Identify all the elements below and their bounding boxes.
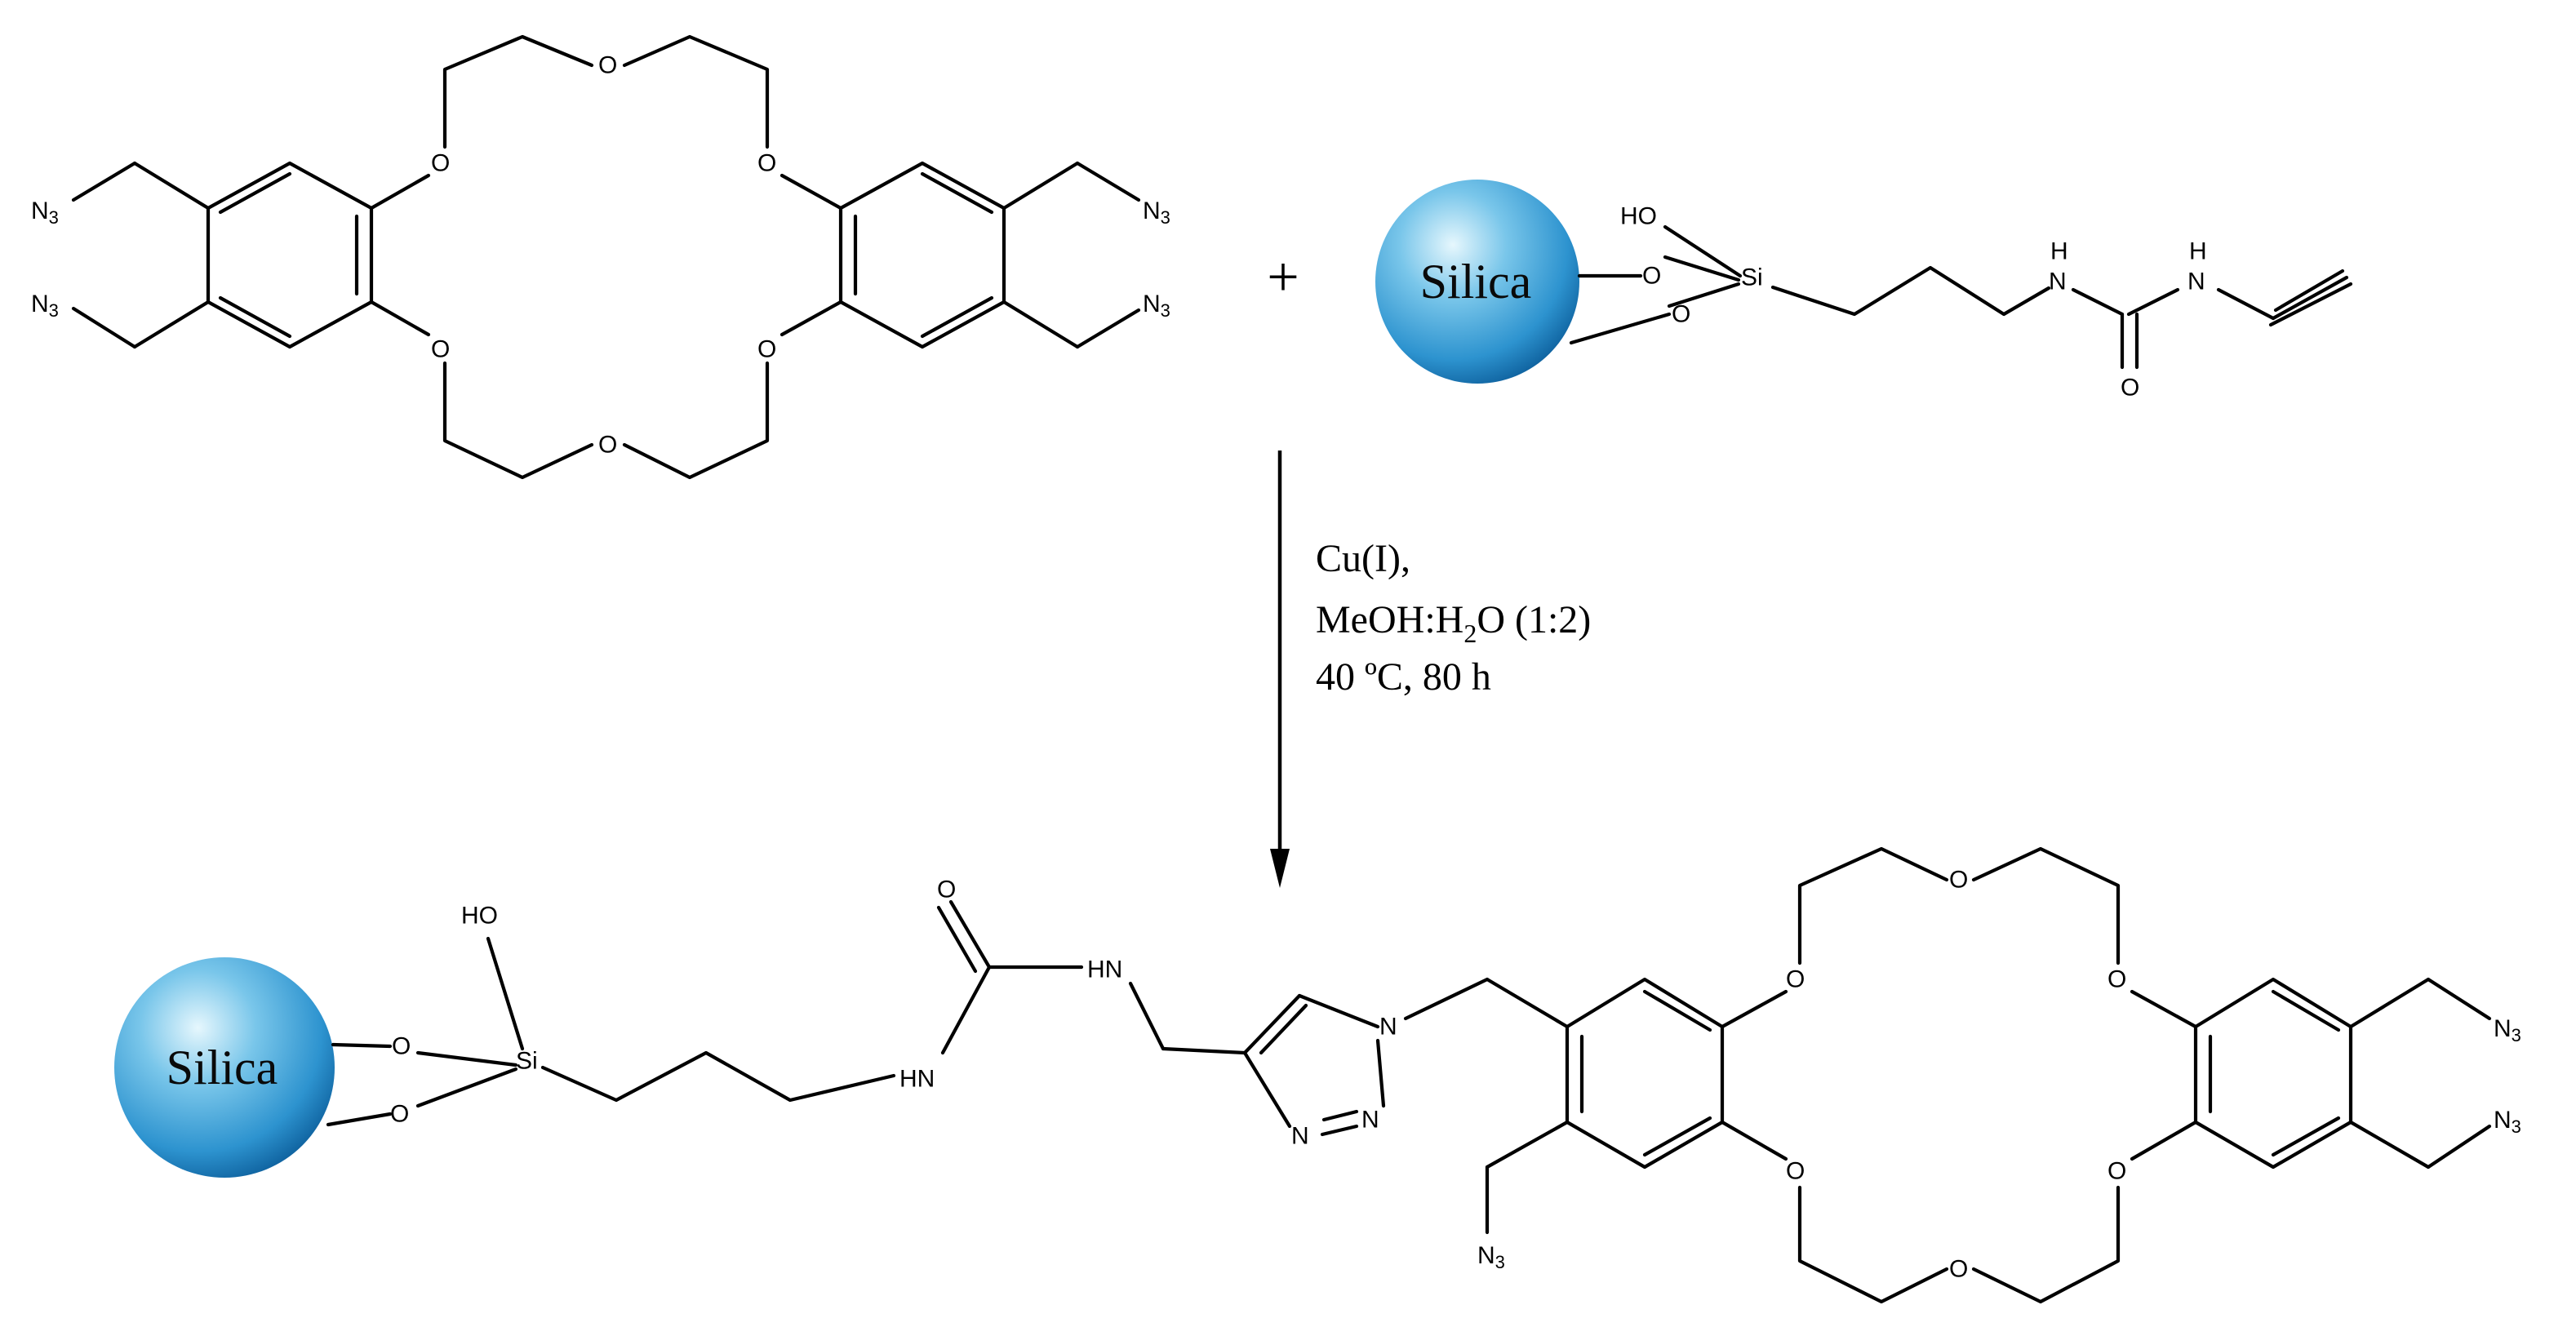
azide-label: N3: [1477, 1242, 1505, 1272]
silica-sphere: [1375, 180, 1579, 384]
condition-catalyst: Cu(I),: [1316, 537, 1410, 580]
oxygen-label: O: [757, 150, 776, 177]
nh-label: H: [2050, 238, 2068, 265]
silane-linker-bonds: [1569, 224, 2353, 370]
azide-label: N3: [31, 291, 59, 321]
oxygen-label: O: [1786, 1158, 1805, 1185]
product-linker-bonds: [326, 846, 2492, 1304]
oxygen-label: O: [598, 432, 617, 459]
nh-label: H: [2189, 238, 2207, 265]
condition-solvent: MeOH:H2O (1:2): [1316, 598, 1591, 648]
reactant-functionalized-silica: Silica HO O O Si H N O H N: [1375, 180, 2353, 402]
oxygen-label: O: [390, 1101, 409, 1128]
nh-label: N: [2049, 269, 2067, 295]
azide-label: N3: [31, 198, 59, 228]
condition-temperature-time: 40 ºC, 80 h: [1316, 655, 1491, 699]
triazole-n-label: N: [1361, 1107, 1379, 1134]
oxygen-label: O: [431, 336, 450, 363]
oxygen-label: O: [1949, 1256, 1968, 1283]
oxygen-label: O: [1642, 263, 1661, 290]
silica-sphere: [114, 957, 335, 1178]
oxygen-label: O: [757, 336, 776, 363]
reactant-crown-ether: N3 N3 O O O O O O N3 N3: [31, 34, 1170, 480]
oxygen-label: O: [431, 150, 450, 177]
oxygen-label: O: [598, 52, 617, 79]
silica-label: Silica: [167, 1041, 278, 1094]
oxygen-label: O: [1786, 966, 1805, 993]
crown-top-bonds: [71, 34, 1141, 480]
oxygen-label: O: [937, 877, 956, 903]
silicon-label: Si: [1741, 264, 1763, 291]
triazole-n-label: N: [1379, 1014, 1397, 1041]
silica-label: Silica: [1420, 255, 1532, 308]
silicon-label: Si: [516, 1048, 538, 1075]
hydroxyl-label: HO: [461, 903, 498, 930]
oxygen-label: O: [1949, 867, 1968, 894]
triazole-n-label: N: [1291, 1123, 1309, 1150]
oxygen-label: O: [1672, 301, 1690, 328]
oxygen-label: O: [392, 1033, 411, 1060]
nh-label: N: [2187, 269, 2205, 295]
hydroxyl-label: HO: [1620, 203, 1657, 230]
azide-label: N3: [1143, 198, 1170, 228]
azide-label: N3: [2494, 1107, 2521, 1137]
plus-sign: +: [1267, 246, 1299, 309]
reaction-arrow: [1270, 451, 1290, 888]
azide-label: N3: [1143, 291, 1170, 321]
product-silica-triazole-crown: Silica: [114, 846, 2521, 1304]
azide-label: N3: [2494, 1015, 2521, 1045]
oxygen-label: O: [2107, 966, 2126, 993]
reaction-conditions: Cu(I), MeOH:H2O (1:2) 40 ºC, 80 h: [1316, 537, 1591, 699]
nh-label: HN: [1087, 957, 1122, 983]
oxygen-label: O: [2107, 1158, 2126, 1185]
nh-label: HN: [899, 1066, 935, 1093]
oxygen-label: O: [2121, 375, 2139, 402]
